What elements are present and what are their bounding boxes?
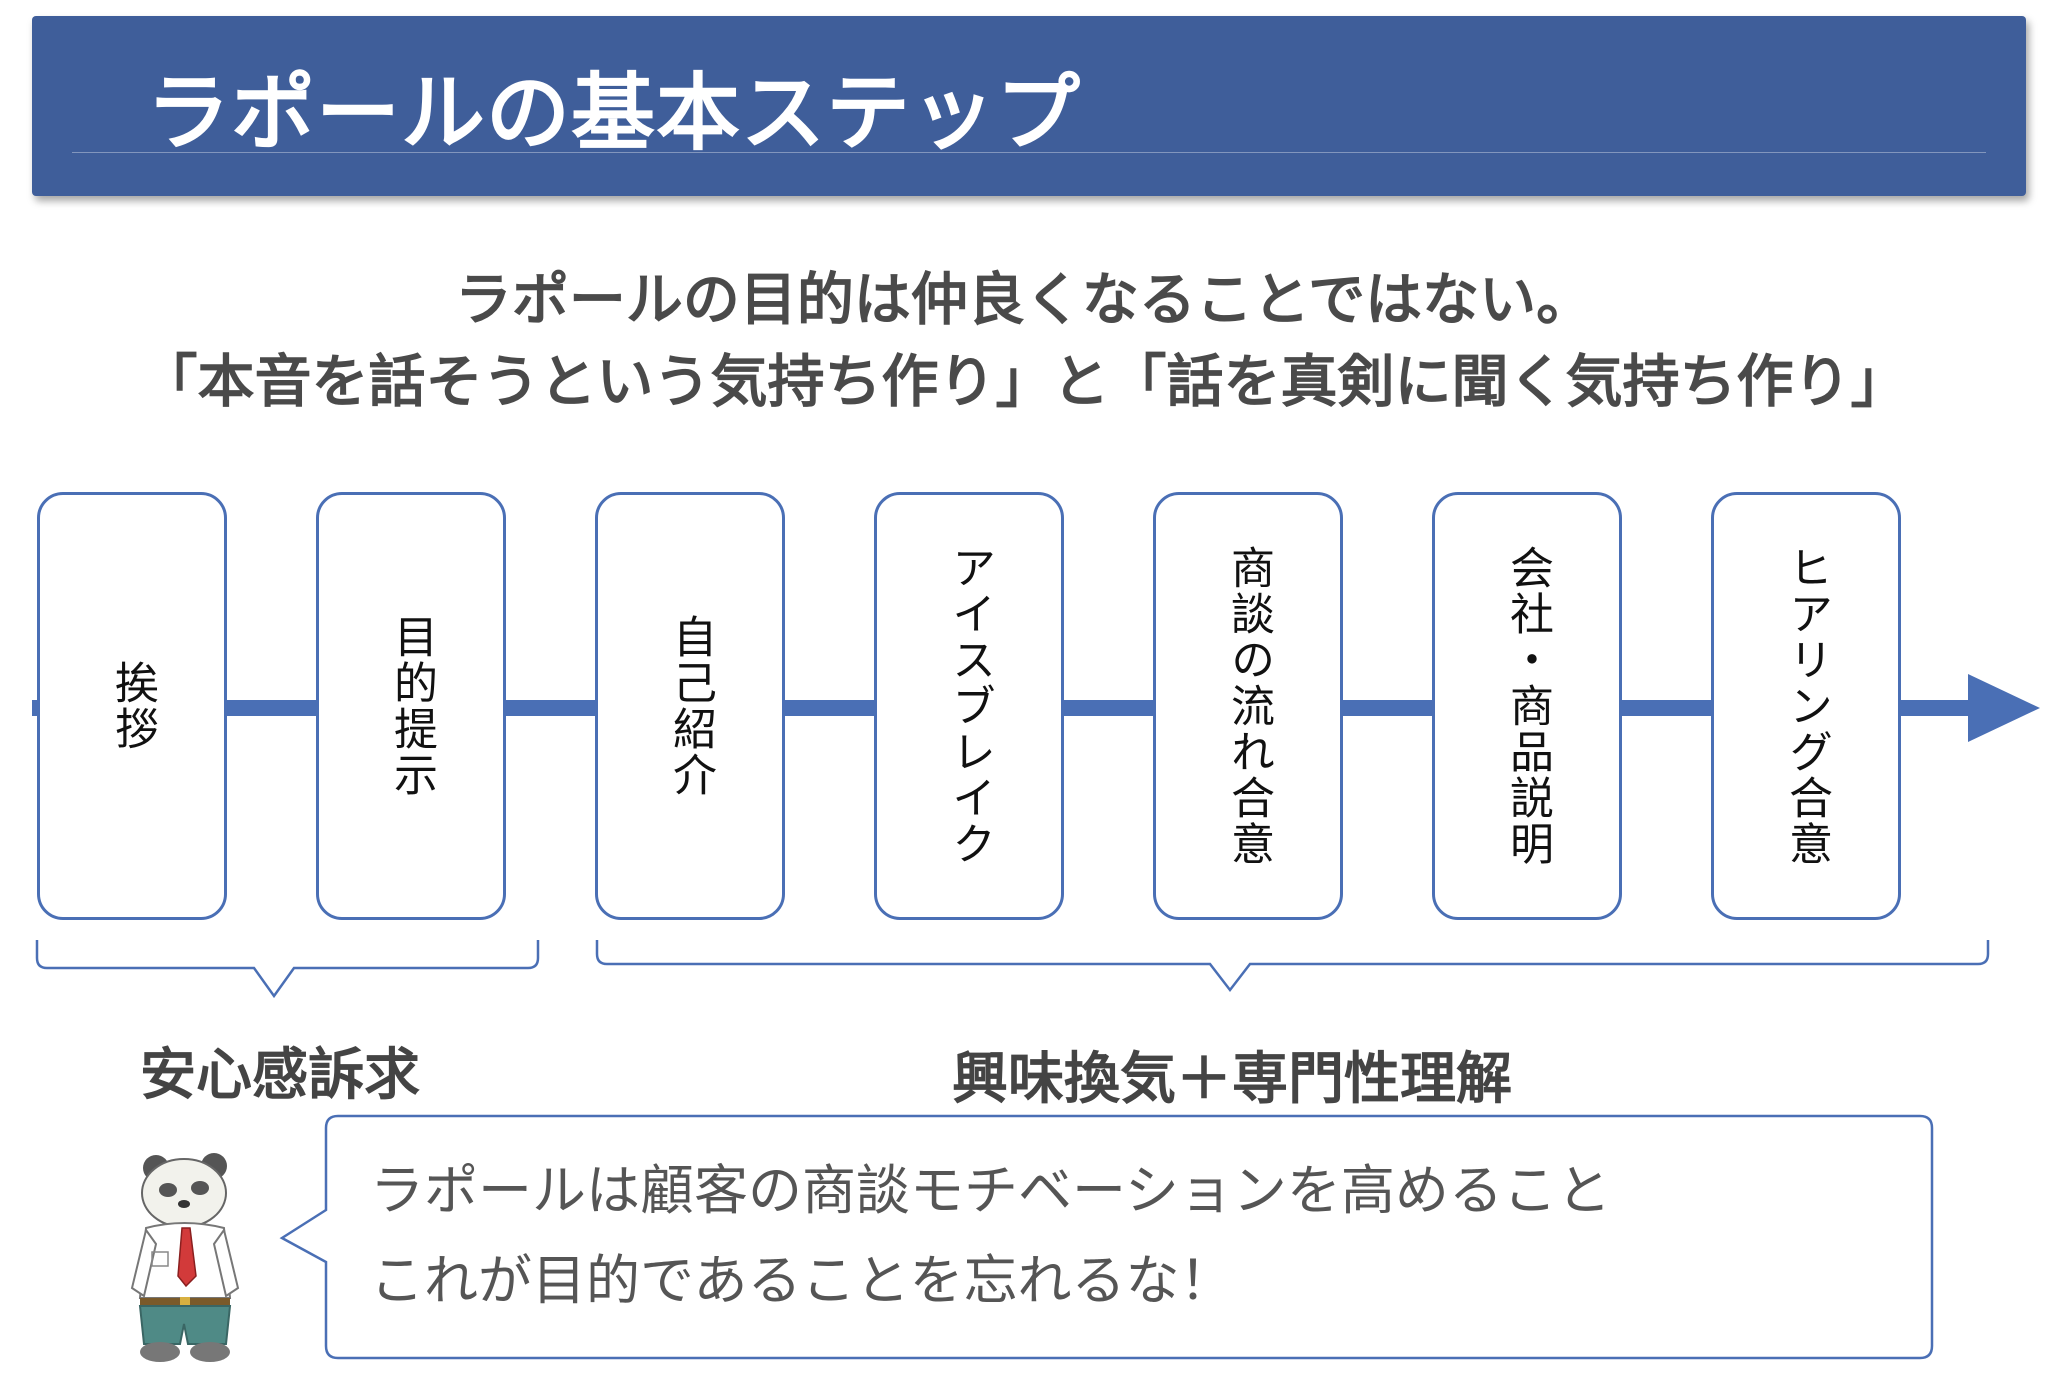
speech-bubble-outline	[279, 1114, 1934, 1360]
step-box-hearing: ヒアリング合意	[1711, 492, 1901, 920]
step-label: ヒアリング合意	[1781, 545, 1832, 867]
group-label-interest: 興味換気＋専門性理解	[952, 1047, 1512, 1112]
group-bracket-right	[595, 940, 1990, 993]
step-label: 会社・商品説明	[1502, 545, 1553, 867]
speech-line-2: これが目的であることを忘れるな！	[370, 1249, 1234, 1312]
timeline-arrow-head	[1968, 674, 2040, 742]
header-divider	[72, 152, 1986, 153]
step-box-greeting: 挨拶	[37, 492, 227, 920]
subtitle-line-2: 「本音を話そうという気持ち作り」と「話を真剣に聞く気持ち作り」	[140, 349, 1908, 415]
page-title: ラポールの基本ステップ	[146, 64, 1082, 162]
step-box-purpose: 目的提示	[316, 492, 506, 920]
step-box-icebreak: アイスブレイク	[874, 492, 1064, 920]
header-banner: ラポールの基本ステップ	[32, 16, 2026, 196]
step-label: 目的提示	[386, 614, 437, 798]
step-flow: 挨拶 目的提示 自己紹介 アイスブレイク 商談の流れ合意 会社・商品説明 ヒアリ…	[0, 470, 2048, 1110]
step-label: 挨拶	[107, 660, 158, 752]
group-bracket-left	[35, 940, 540, 999]
step-label: アイスブレイク	[944, 545, 995, 867]
speech-bubble: ラポールは顧客の商談モチベーションを高めること これが目的であることを忘れるな！	[276, 1112, 1938, 1362]
step-box-meeting-flow: 商談の流れ合意	[1153, 492, 1343, 920]
step-label: 商談の流れ合意	[1223, 545, 1274, 867]
step-box-self-intro: 自己紹介	[595, 492, 785, 920]
group-label-reassurance: 安心感訴求	[140, 1043, 420, 1108]
speech-line-1: ラポールは顧客の商談モチベーションを高めること	[370, 1159, 1611, 1222]
step-label: 自己紹介	[665, 614, 716, 798]
subtitle-line-1: ラポールの目的は仲良くなることではない。	[454, 267, 1594, 333]
panda-mascot-icon	[130, 1153, 240, 1362]
step-box-company-product: 会社・商品説明	[1432, 492, 1622, 920]
